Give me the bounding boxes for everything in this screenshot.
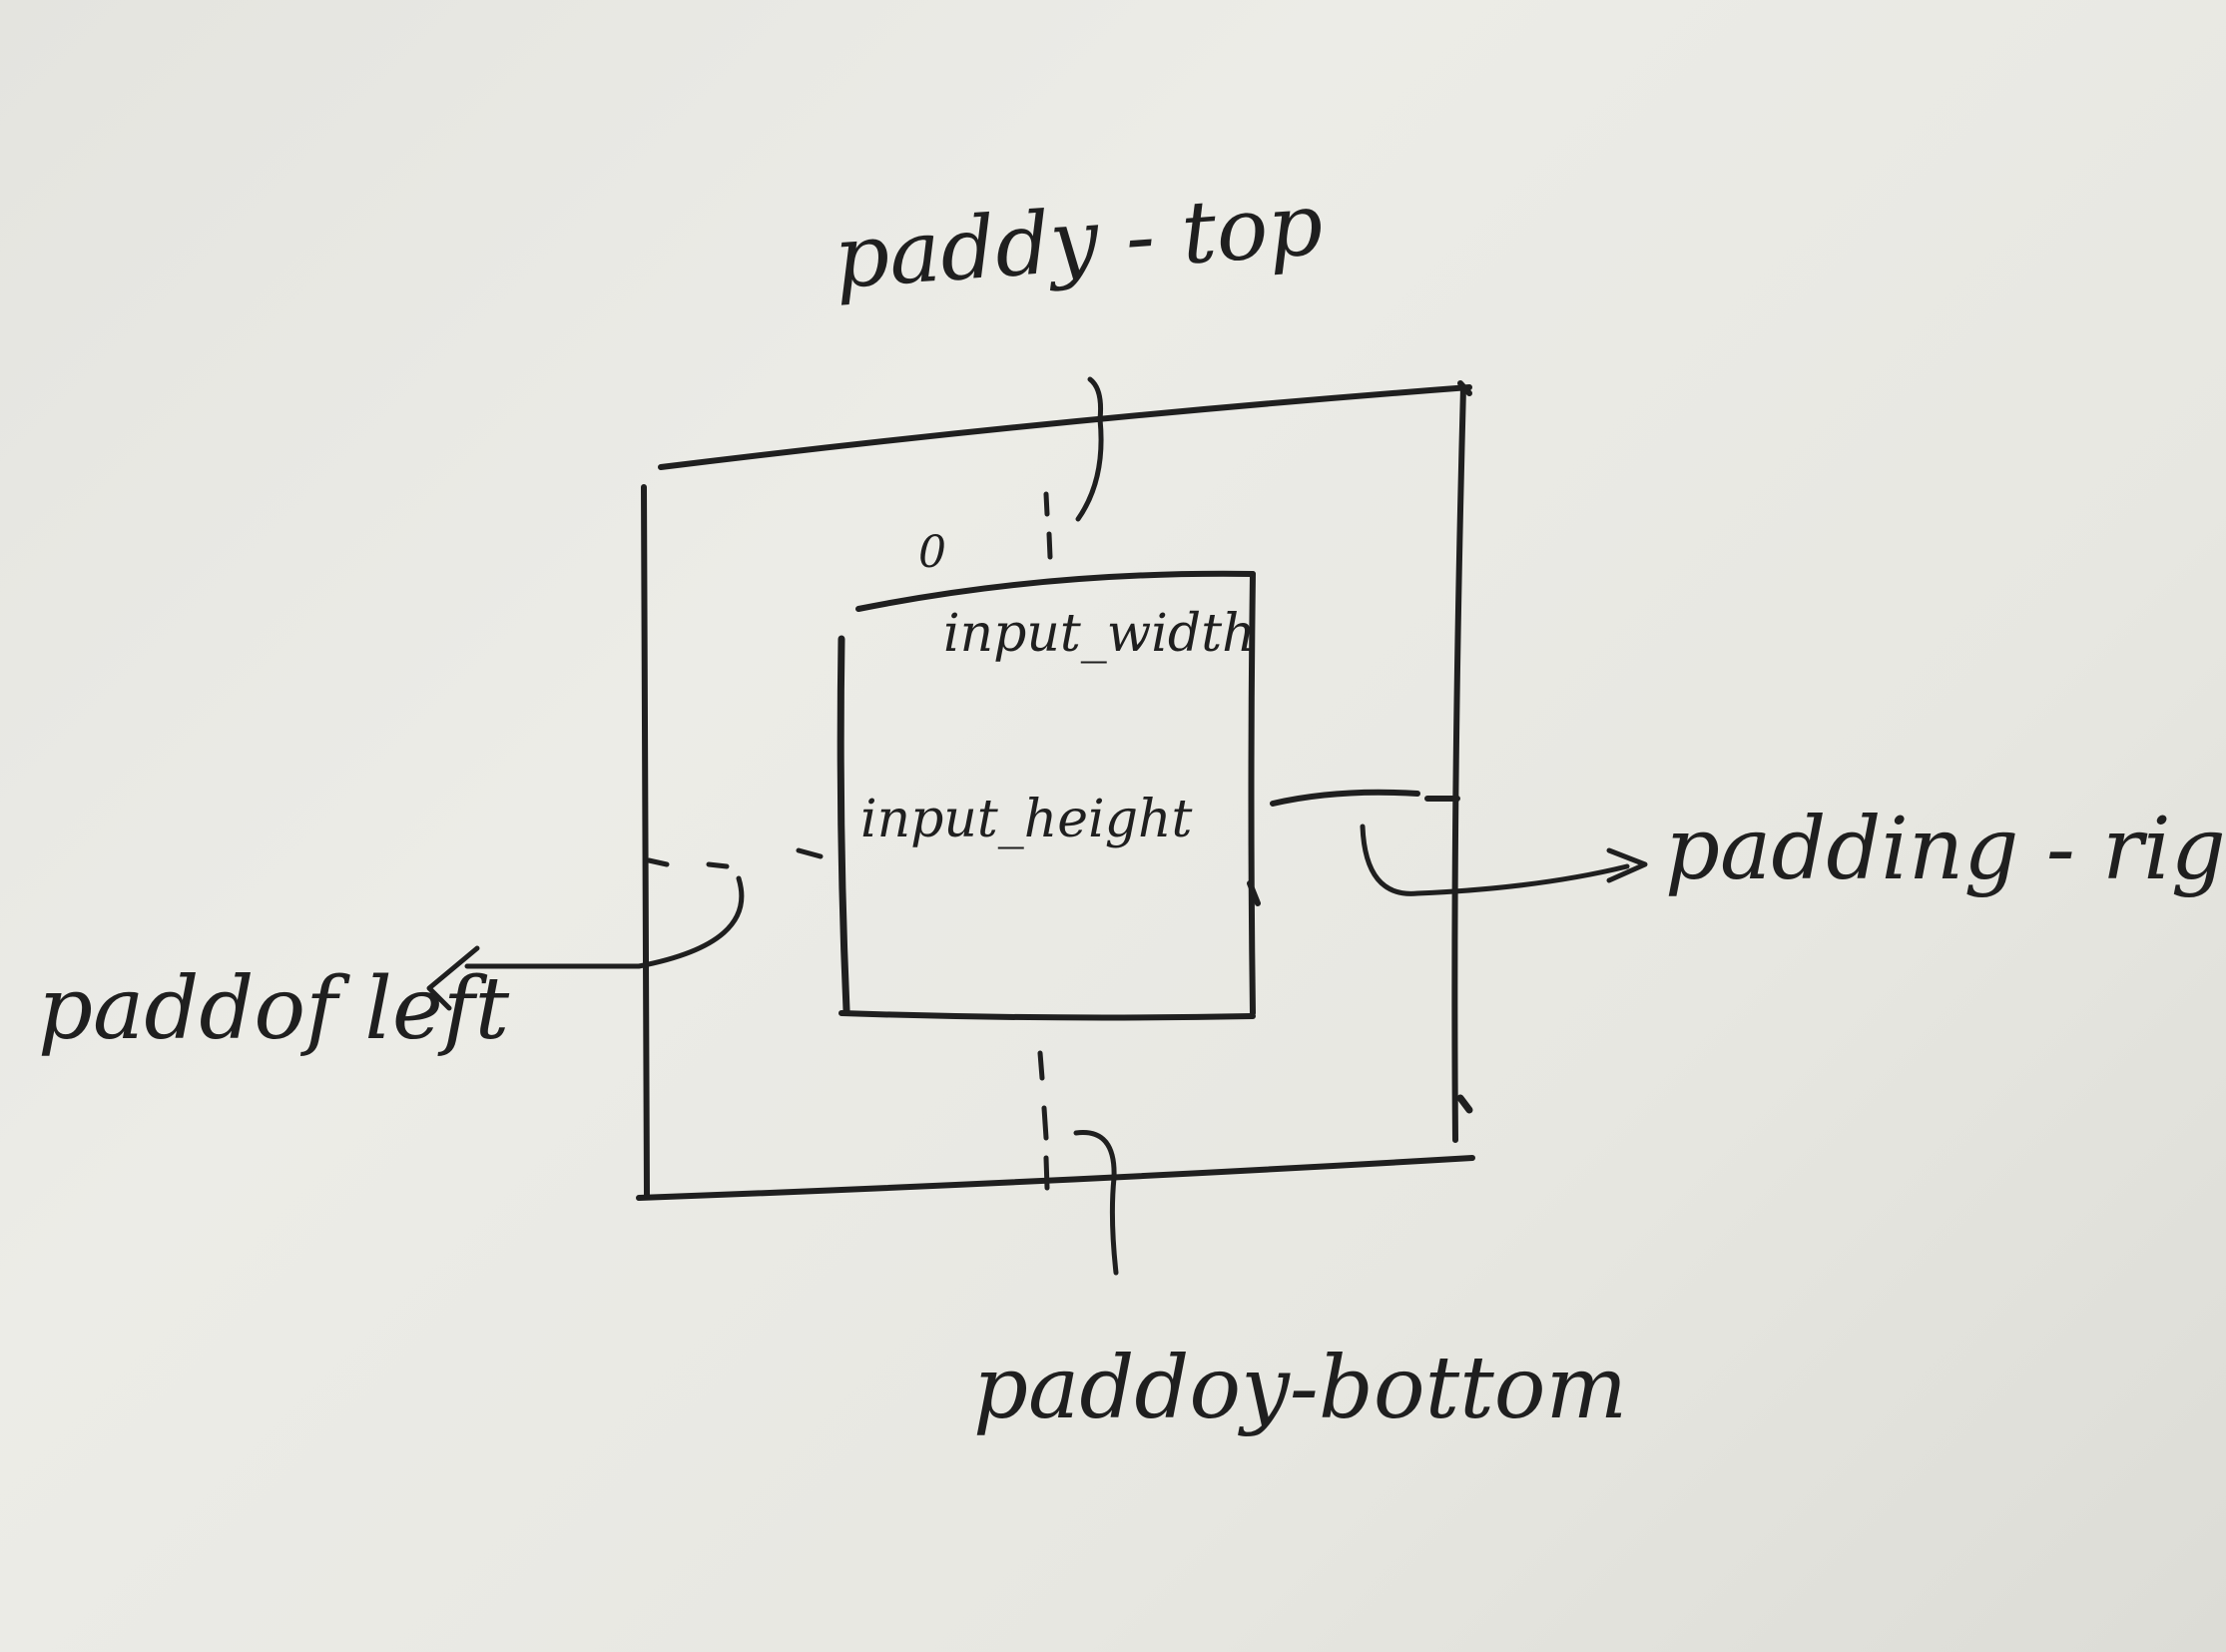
outer-box (636, 384, 1475, 1201)
padding-right-label: padding - right (1665, 800, 2226, 899)
origin-label: 0 (918, 527, 946, 578)
padding-top-indicator (1043, 376, 1104, 560)
padding-top-label: paddy - top (831, 175, 1326, 308)
input-height-label: input_height (860, 790, 1192, 849)
inner-box (836, 570, 1256, 1021)
padding-bottom-indicator (1037, 1050, 1119, 1276)
padding-right-indicator (1270, 789, 1648, 896)
corner-marks (1247, 380, 1473, 1114)
padding-left-label: paddof left (38, 959, 510, 1059)
input-width-label: input_width (943, 604, 1256, 664)
padding-bottom-label: paddoy-bottom (973, 1339, 1627, 1438)
padding-left-indicator (426, 847, 824, 1011)
